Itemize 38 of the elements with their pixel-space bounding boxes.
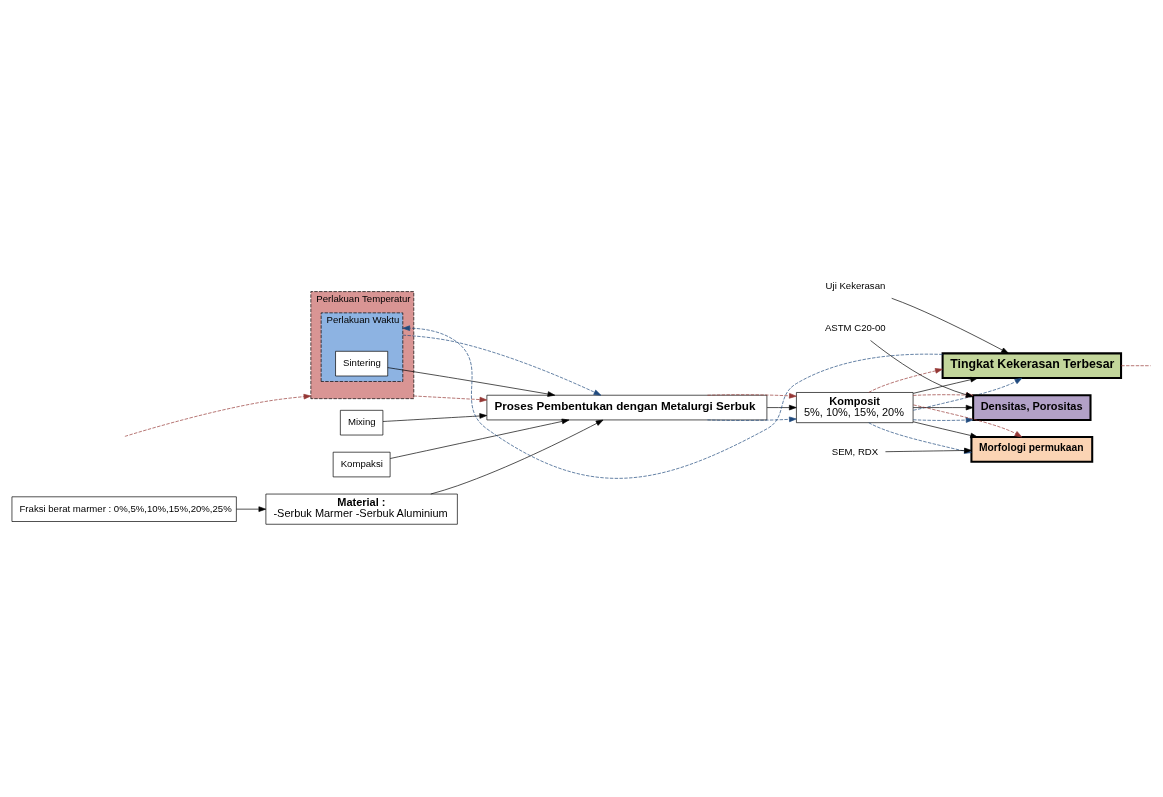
node-box: Proses Pembentukan dengan Metalurgi Serbuk — [486, 394, 768, 420]
arrow — [913, 420, 978, 438]
node-box: Material : -Serbuk Marmer -Serbuk Aluminium — [265, 493, 458, 525]
node-text: Uji Kekerasan — [825, 279, 886, 291]
arrow — [382, 412, 487, 422]
arrow — [766, 404, 797, 410]
arrow — [913, 376, 978, 394]
node-box: Densitas, Porositas — [972, 393, 1092, 421]
arrow — [868, 421, 972, 454]
node-box: Kompaksi — [332, 451, 391, 477]
node-box: Komposit 5%, 10%, 15%, 20% — [796, 391, 914, 423]
arrow — [413, 395, 488, 402]
arrow — [402, 324, 943, 479]
arrow — [124, 393, 312, 437]
arrow — [387, 366, 556, 397]
connector — [1120, 364, 1151, 366]
node-box: Tingkat Kekerasan Terbesar — [941, 351, 1123, 379]
arrow — [430, 419, 604, 494]
arrow — [868, 367, 943, 393]
node-box: Sintering — [335, 350, 389, 376]
arrow — [913, 377, 1023, 411]
node-box: Mixing — [340, 409, 384, 435]
arrow — [912, 416, 974, 423]
arrow — [402, 334, 602, 396]
arrow — [912, 391, 974, 398]
arrow — [389, 418, 570, 459]
arrow — [891, 297, 1009, 354]
node-text: ASTM C20-00 — [824, 321, 886, 332]
arrow — [912, 404, 974, 410]
arrow — [707, 392, 797, 399]
node-box: Morfologi permukaan — [970, 435, 1094, 463]
arrow — [707, 416, 797, 422]
arrow — [236, 505, 267, 512]
arrow — [870, 339, 974, 397]
arrow — [913, 404, 1023, 437]
node-text: SEM, RDX — [831, 445, 879, 457]
node-box: Fraksi berat marmer : 0%,5%,10%,15%,20%,25% — [11, 495, 237, 522]
arrow — [885, 447, 972, 453]
